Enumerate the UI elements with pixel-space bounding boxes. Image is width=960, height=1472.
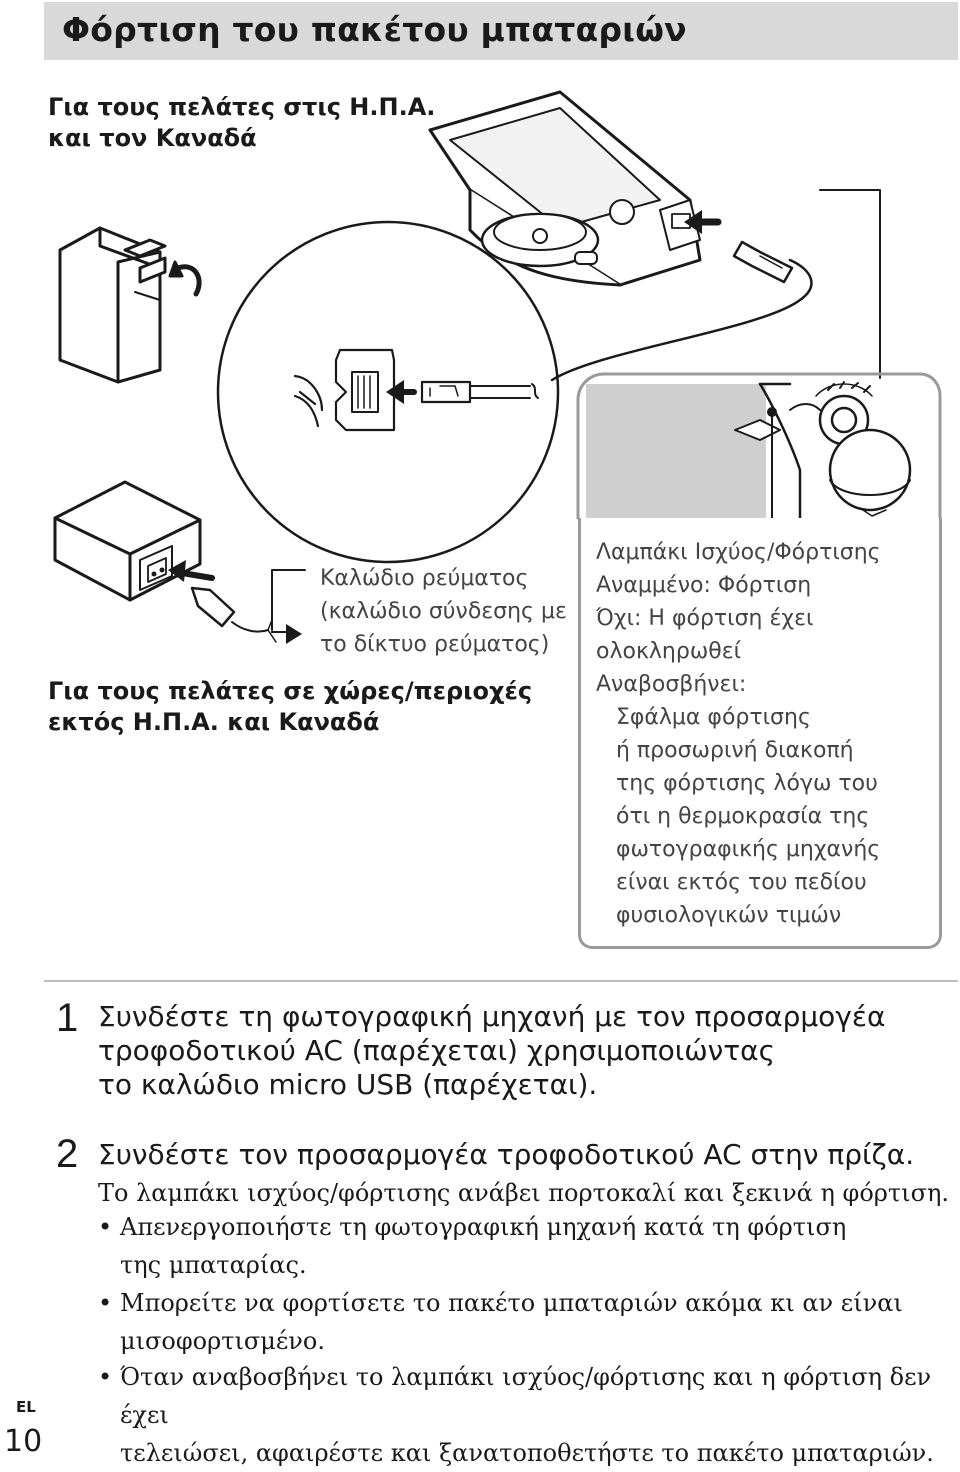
note-bullet-3: • Όταν αναβοσβήνει το λαμπάκι ισχύος/φόρ…	[98, 1358, 958, 1472]
lamp-line: ότι η θερμοκρασία της	[616, 804, 870, 829]
bullet-mark: •	[98, 1363, 113, 1391]
step-line: το καλώδιο micro USB (παρέχεται).	[98, 1068, 598, 1101]
step-1-number: 1	[56, 996, 79, 1040]
lamp-line: φυσιολογικών τιμών	[616, 903, 842, 928]
language-tag: EL	[16, 1398, 36, 1416]
step-2-body: Το λαμπάκι ισχύος/φόρτισης ανάβει πορτοκ…	[98, 1179, 949, 1207]
ac-adapter-usa-illustration	[58, 226, 202, 384]
usa-caption-line: και τον Καναδά	[48, 124, 257, 152]
charging-illustration	[53, 90, 942, 644]
lamp-line: ολοκληρωθεί	[596, 639, 742, 664]
page-title: Φόρτιση του πακέτου μπαταριών	[62, 10, 687, 49]
usb-port-zoom	[293, 348, 539, 432]
step-line: τροφοδοτικού AC (παρέχεται) χρησιμοποιών…	[98, 1034, 776, 1067]
label-line: Καλώδιο ρεύματος	[320, 566, 529, 591]
note-bullet-1: • Απενεργοποιήστε τη φωτογραφική μηχανή …	[98, 1208, 958, 1284]
heading-bar: Φόρτιση του πακέτου μπαταριών	[44, 2, 958, 60]
bullet-line: Απενεργοποιήστε τη φωτογραφική μηχανή κα…	[120, 1213, 847, 1241]
step-line: Συνδέστε τη φωτογραφική μηχανή με τον πρ…	[98, 1000, 886, 1033]
intl-caption: Για τους πελάτες σε χώρες/περιοχές εκτός…	[48, 676, 532, 738]
usa-caption-line: Για τους πελάτες στις Η.Π.Α.	[48, 93, 436, 121]
lamp-callout-box	[578, 518, 942, 949]
step-1-text: Συνδέστε τη φωτογραφική μηχανή με τον πρ…	[98, 1000, 885, 1102]
power-cord-label: Καλώδιο ρεύματος (καλώδιο σύνδεσης με το…	[320, 562, 567, 661]
ac-adapter-intl-illustration	[53, 480, 202, 602]
bullet-mark: •	[98, 1289, 113, 1317]
note-bullet-2: • Μπορείτε να φορτίσετε το πακέτο μπαταρ…	[98, 1284, 958, 1360]
usa-caption: Για τους πελάτες στις Η.Π.Α. και τον Καν…	[48, 92, 435, 154]
lamp-line: ή προσωρινή διακοπή	[616, 738, 854, 763]
lamp-line: Σφάλμα φόρτισης	[616, 705, 811, 730]
lamp-line: Λαμπάκι Ισχύος/Φόρτισης	[596, 540, 881, 565]
bullet-line: τελειώσει, αφαιρέστε και ξανατοποθετήστε…	[120, 1439, 934, 1467]
bullet-line: μισοφορτισμένο.	[120, 1327, 325, 1355]
camera-illustration	[428, 90, 702, 287]
bullet-mark: •	[98, 1213, 113, 1241]
step-2-number: 2	[56, 1132, 79, 1176]
lamp-line: Αναμμένο: Φόρτιση	[596, 573, 812, 598]
intl-caption-line: Για τους πελάτες σε χώρες/περιοχές	[48, 677, 533, 705]
lamp-line: φωτογραφικής μηχανής	[616, 837, 881, 862]
label-line: το δίκτυο ρεύματος)	[320, 632, 550, 657]
lamp-line: της φόρτισης λόγω του	[616, 771, 878, 796]
bullet-line: Όταν αναβοσβήνει το λαμπάκι ισχύος/φόρτι…	[120, 1363, 932, 1429]
bullet-line: Μπορείτε να φορτίσετε το πακέτο μπαταριώ…	[120, 1289, 903, 1317]
lamp-line: Όχι: Η φόρτιση έχει	[596, 606, 814, 631]
label-line: (καλώδιο σύνδεσης με	[320, 599, 567, 624]
intl-caption-line: εκτός Η.Π.Α. και Καναδά	[48, 708, 380, 736]
lamp-line: είναι εκτός του πεδίου	[616, 870, 867, 895]
step-2-heading: Συνδέστε τον προσαρμογέα τροφοδοτικού AC…	[98, 1138, 915, 1171]
bullet-line: της μπαταρίας.	[120, 1251, 307, 1279]
page-number: 10	[4, 1424, 43, 1459]
section-divider	[44, 980, 958, 982]
camera-closeup	[734, 381, 912, 520]
lamp-line: Αναβοσβήνει:	[596, 672, 747, 697]
lamp-description: Λαμπάκι Ισχύος/Φόρτισης Αναμμένο: Φόρτισ…	[596, 536, 881, 932]
